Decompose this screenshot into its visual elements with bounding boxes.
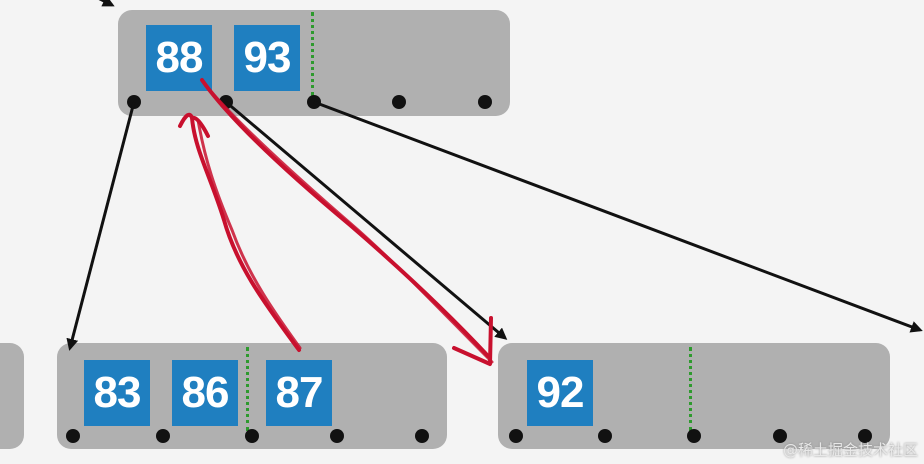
leaf-left-fill-divider [246,347,249,431]
leaf-key-87: 87 [266,360,332,426]
leaf-left-pointer-2 [245,429,259,443]
root-node: 88 93 [118,10,510,116]
leaf-left-pointer-4 [415,429,429,443]
leaf-key-86: 86 [172,360,238,426]
root-pointer-3 [392,95,406,109]
leaf-key-83: 83 [84,360,150,426]
arrow-root-to-left-leaf [66,101,136,351]
watermark: @稀土掘金技术社区 [782,441,918,459]
root-key-93: 93 [234,25,300,91]
leaf-node-left: 83 86 87 [57,343,447,449]
leaf-right-pointer-4 [858,429,872,443]
leaf-left-pointer-0 [66,429,80,443]
leaf-right-pointer-0 [509,429,523,443]
annotation-arrowhead-down [452,316,493,366]
leaf-right-pointer-2 [687,429,701,443]
leaf-node-partial [0,343,24,449]
root-fill-divider [311,12,314,96]
arrow-root-to-right-leaf [225,100,508,340]
annotation-arrow-up-2 [196,118,302,350]
leaf-node-right: 92 [498,343,890,449]
leaf-left-pointer-3 [330,429,344,443]
leaf-key-92: 92 [527,360,593,426]
leaf-right-pointer-3 [773,429,787,443]
arrow-root-to-offscreen-node [313,100,923,333]
root-pointer-4 [478,95,492,109]
leaf-right-pointer-1 [598,429,612,443]
leaf-left-pointer-1 [156,429,170,443]
incoming-arrow [98,0,115,7]
leaf-right-fill-divider [689,347,692,431]
annotation-arrow-down-2 [206,86,494,364]
